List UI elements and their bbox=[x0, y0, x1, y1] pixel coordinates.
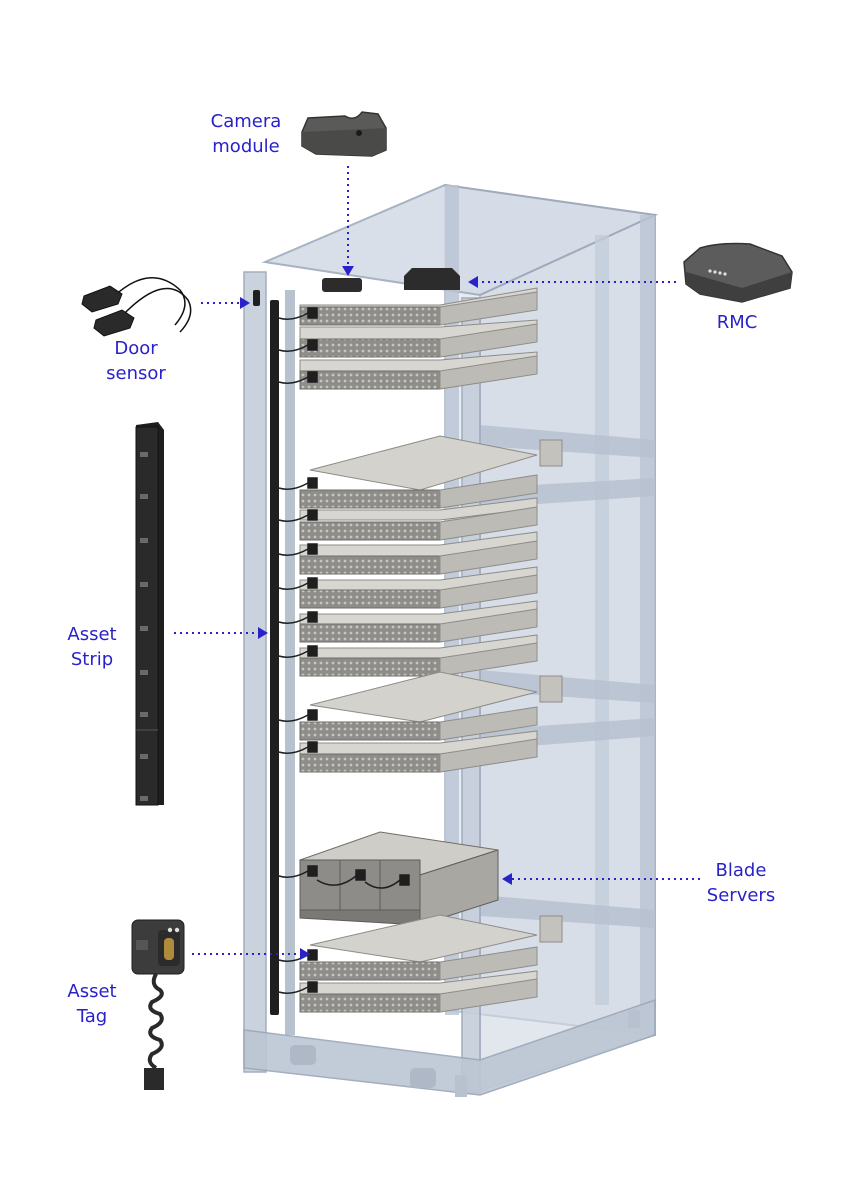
rack-front-post-left bbox=[244, 272, 266, 1072]
door-sensor-label-line1: Door bbox=[96, 336, 176, 361]
asset-strip-label: Asset Strip bbox=[56, 622, 128, 672]
rmc-device-icon bbox=[684, 244, 792, 303]
asset-tag-label-line1: Asset bbox=[56, 979, 128, 1004]
side-bracket bbox=[540, 676, 562, 702]
camera-module-label-line1: Camera bbox=[206, 109, 286, 134]
camera-module-label: Camera module bbox=[206, 109, 286, 159]
asset-strip-icon bbox=[136, 422, 164, 805]
camera-module-icon bbox=[302, 112, 386, 156]
asset-tag-label: Asset Tag bbox=[56, 979, 128, 1029]
asset-strip-label-line2: Strip bbox=[56, 647, 128, 672]
rack-foot bbox=[290, 1045, 316, 1065]
blade-servers-label: Blade Servers bbox=[700, 858, 782, 908]
door-sensor-icon bbox=[82, 278, 191, 336]
rack-rail-left bbox=[285, 290, 295, 1035]
asset-strip-label-line1: Asset bbox=[56, 622, 128, 647]
camera-module-label-line2: module bbox=[206, 134, 286, 159]
side-bracket bbox=[540, 440, 562, 466]
door-sensor-label-line2: sensor bbox=[96, 361, 176, 386]
rack-foot bbox=[410, 1068, 436, 1088]
blade-servers-label-line2: Servers bbox=[700, 883, 782, 908]
rack-foot bbox=[455, 1075, 467, 1097]
asset-tag-icon bbox=[132, 920, 184, 1090]
asset-tag-label-line2: Tag bbox=[56, 1004, 128, 1029]
side-bracket bbox=[540, 916, 562, 942]
blade-servers-label-line1: Blade bbox=[700, 858, 782, 883]
rack-foot bbox=[628, 1010, 640, 1028]
rmc-on-rack bbox=[404, 268, 460, 290]
rmc-label-line1: RMC bbox=[705, 310, 769, 335]
door-sensor-label: Door sensor bbox=[96, 336, 176, 386]
rack-rail-right bbox=[595, 235, 609, 1005]
rmc-label: RMC bbox=[705, 310, 769, 335]
camera-mount-on-rack bbox=[322, 278, 362, 292]
